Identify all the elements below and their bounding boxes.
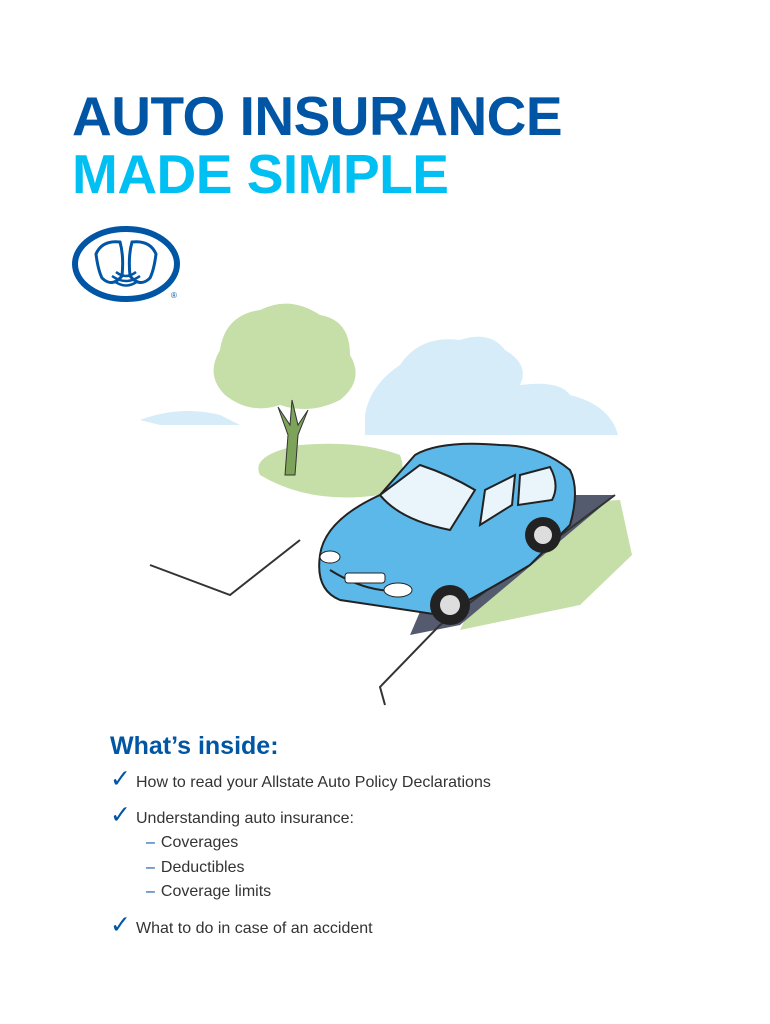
checkmark-icon: ✓ bbox=[110, 910, 131, 939]
list-item: ✓ How to read your Allstate Auto Policy … bbox=[110, 767, 491, 795]
checkmark-icon: ✓ bbox=[110, 765, 131, 793]
sub-item-text: Deductibles bbox=[160, 858, 245, 876]
allstate-logo: ® bbox=[72, 226, 187, 311]
whats-inside-heading: What’s inside: bbox=[110, 732, 279, 760]
sub-list-item: –Coverages bbox=[110, 831, 491, 856]
sub-item-text: Coverage limits bbox=[160, 883, 272, 900]
svg-text:®: ® bbox=[171, 291, 177, 300]
dash: – bbox=[146, 858, 155, 876]
sub-item-text: Coverages bbox=[160, 834, 239, 851]
whats-inside-section: What’s inside: ✓ How to read your Allsta… bbox=[110, 732, 491, 941]
car-illustration bbox=[140, 295, 640, 720]
list-item-text: How to read your Allstate Auto Policy De… bbox=[136, 774, 491, 791]
list-item-text: What to do in case of an accident bbox=[136, 919, 373, 937]
dash: – bbox=[146, 834, 155, 851]
title-line-2: MADE SIMPLE bbox=[72, 143, 449, 205]
sub-list-item: –Deductibles bbox=[110, 856, 491, 881]
title-line-1: AUTO INSURANCE bbox=[72, 85, 563, 147]
checkmark-icon: ✓ bbox=[110, 801, 131, 829]
list-item: ✓ Understanding auto insurance: bbox=[110, 803, 491, 831]
list-item-text: Understanding auto insurance: bbox=[136, 810, 354, 827]
list-item: ✓ What to do in case of an accident bbox=[110, 910, 491, 941]
dash: – bbox=[146, 883, 155, 900]
sub-list-item: –Coverage limits bbox=[110, 880, 491, 905]
